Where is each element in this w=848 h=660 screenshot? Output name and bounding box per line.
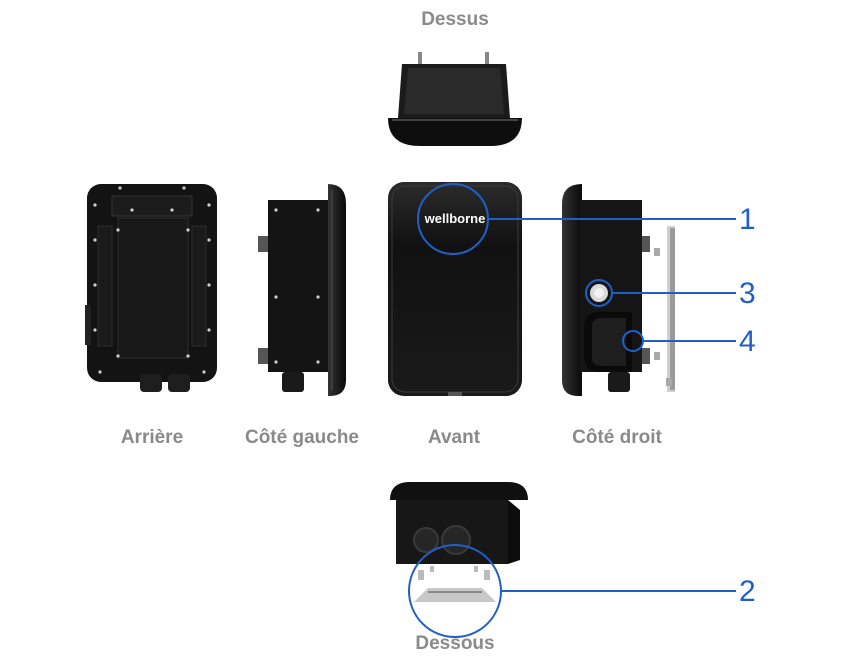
- brand-logo: wellborne: [424, 211, 486, 226]
- top-view-device: [388, 52, 522, 146]
- callout-2-marker: [408, 544, 736, 638]
- label-bottom: Dessous: [415, 633, 495, 654]
- label-top: Dessus: [421, 9, 489, 30]
- label-front: Avant: [427, 427, 481, 448]
- back-view-device: [85, 184, 217, 392]
- callout-2-number: 2: [739, 575, 756, 608]
- callout-4-number: 4: [739, 325, 756, 358]
- callout-1-marker: [417, 183, 736, 255]
- left-side-view-device: [258, 184, 346, 396]
- right-side-view-device: [562, 184, 675, 396]
- callout-3-number: 3: [739, 277, 756, 310]
- bottom-view-device: [390, 482, 528, 602]
- label-right-side: Côté droit: [572, 427, 662, 448]
- callout-3-marker: [585, 279, 736, 307]
- callout-1-number: 1: [739, 203, 756, 236]
- label-left-side: Côté gauche: [244, 427, 360, 448]
- label-back: Arrière: [120, 427, 184, 448]
- callout-4-marker: [622, 330, 736, 352]
